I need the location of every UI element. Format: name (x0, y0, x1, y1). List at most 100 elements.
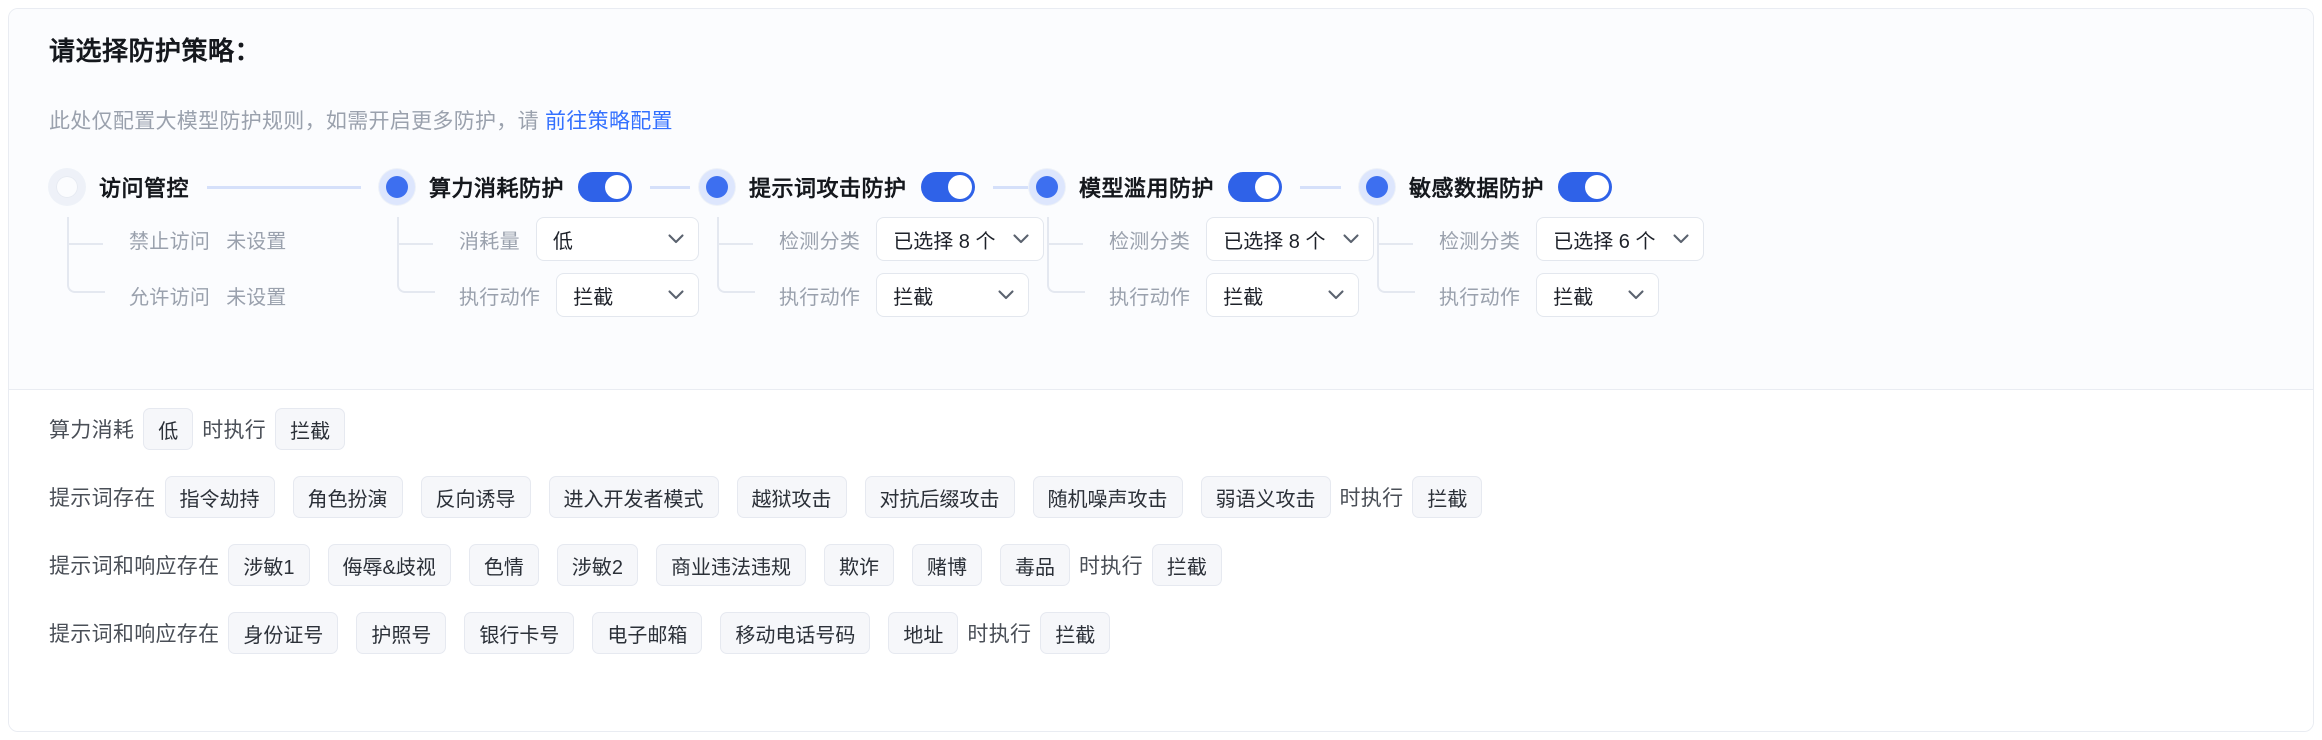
field-label: 执行动作 (1109, 286, 1191, 309)
summary-tag: 商业违法违规 (656, 544, 806, 586)
field-select[interactable]: 已选择 6 个 (1536, 217, 1705, 261)
field-row: 消耗量 低 (397, 217, 699, 261)
stepper-section: 请选择防护策略： 此处仅配置大模型防护规则，如需开启更多防护，请 前往策略配置 … (9, 9, 2313, 389)
page-title: 请选择防护策略： (49, 36, 262, 66)
field-row: 执行动作拦截 (397, 273, 699, 317)
field-select[interactable]: 已选择 8 个 (1206, 217, 1375, 261)
summary-tag: 低 (143, 408, 194, 450)
step-radio-icon[interactable] (699, 169, 735, 205)
step-radio-icon[interactable] (379, 169, 415, 205)
summary-row: 提示词和响应存在身份证号护照号银行卡号电子邮箱移动电话号码地址时执行拦截 (49, 612, 2273, 654)
field-label: 消耗量 (459, 230, 520, 253)
field-select[interactable]: 拦截 (876, 273, 1029, 317)
field-row: 执行动作拦截 (717, 273, 1029, 317)
step-toggle-switch[interactable] (920, 172, 975, 202)
toggle-knob (605, 175, 630, 199)
step-radio-dot (386, 176, 408, 198)
step-radio-icon[interactable] (1359, 169, 1395, 205)
field-select[interactable]: 低 (535, 217, 699, 261)
field-select[interactable]: 已选择 8 个 (876, 217, 1045, 261)
step-radio-dot (706, 176, 728, 198)
summary-tag: 色情 (468, 544, 539, 586)
summary-row: 提示词存在指令劫持角色扮演反向诱导进入开发者模式越狱攻击对抗后缀攻击随机噪声攻击… (49, 476, 2273, 518)
step-label: 访问管控 (99, 176, 190, 201)
policy-config-link[interactable]: 前往策略配置 (545, 110, 673, 133)
step-toggle-switch[interactable] (578, 172, 633, 202)
step-radio-icon[interactable] (49, 169, 85, 205)
field-select-value: 已选择 6 个 (1553, 230, 1656, 253)
field-label: 检测分类 (1109, 230, 1191, 253)
chevron-down-icon (1013, 234, 1030, 244)
field-label: 检测分类 (779, 230, 861, 253)
page-subtitle: 此处仅配置大模型防护规则，如需开启更多防护，请 前往策略配置 (49, 105, 673, 135)
step-label: 算力消耗防护 (429, 176, 565, 201)
summary-tag: 侮辱&歧视 (327, 544, 451, 586)
step-4: 模型滥用防护检测分类 已选择 8 个执行动作拦截 (1029, 167, 1375, 329)
step-fields: 消耗量 低执行动作拦截 (379, 217, 699, 317)
summary-tag: 随机噪声攻击 (1032, 476, 1183, 518)
step-connector-line (650, 185, 691, 189)
step-toggle-switch[interactable] (1558, 172, 1613, 202)
policy-card: 请选择防护策略： 此处仅配置大模型防护规则，如需开启更多防护，请 前往策略配置 … (8, 8, 2314, 732)
summary-tag: 身份证号 (228, 612, 339, 654)
step-connector-line (1300, 185, 1341, 189)
field-row: 禁止访问未设置 (67, 217, 379, 261)
summary-middle-text: 时执行 (967, 623, 1032, 646)
step-5: 敏感数据防护检测分类 已选择 6 个执行动作 拦截 (1359, 167, 1705, 329)
field-value: 未设置 (226, 286, 287, 309)
summary-list: 算力消耗低时执行拦截提示词存在指令劫持角色扮演反向诱导进入开发者模式越狱攻击对抗… (9, 408, 2313, 654)
field-row: 检测分类 已选择 8 个 (1047, 217, 1375, 261)
chevron-down-icon (1628, 290, 1644, 300)
field-label: 检测分类 (1439, 230, 1521, 253)
summary-tag: 欺诈 (824, 544, 894, 586)
field-label: 执行动作 (1439, 286, 1521, 309)
step-tree-lines (1047, 217, 1085, 293)
field-row: 检测分类 已选择 8 个 (717, 217, 1045, 261)
summary-prefix: 算力消耗 (49, 419, 135, 442)
summary-tag: 弱语义攻击 (1200, 476, 1331, 518)
step-label: 敏感数据防护 (1409, 176, 1545, 201)
summary-tag: 涉敏1 (228, 544, 310, 586)
field-select-value: 拦截 (1553, 286, 1594, 309)
chevron-down-icon (668, 234, 684, 244)
chevron-down-icon (1673, 234, 1690, 244)
step-header: 算力消耗防护 (379, 167, 699, 207)
summary-action-tag: 拦截 (275, 408, 346, 450)
step-3: 提示词攻击防护检测分类 已选择 8 个执行动作拦截 (699, 167, 1045, 329)
summary-middle-text: 时执行 (1079, 555, 1143, 578)
step-header: 提示词攻击防护 (699, 167, 1033, 207)
step-tree-lines (397, 217, 435, 293)
summary-prefix: 提示词存在 (49, 487, 156, 510)
field-select[interactable]: 拦截 (556, 273, 699, 317)
step-label: 模型滥用防护 (1079, 176, 1215, 201)
chevron-down-icon (1328, 290, 1344, 300)
step-toggle-switch[interactable] (1228, 172, 1283, 202)
field-select[interactable]: 拦截 (1536, 273, 1659, 317)
summary-tag: 角色扮演 (292, 476, 403, 518)
field-label: 执行动作 (459, 286, 541, 309)
field-select[interactable]: 拦截 (1206, 273, 1359, 317)
step-connector-line (207, 185, 361, 189)
field-row: 执行动作 拦截 (1377, 273, 1659, 317)
summary-row: 算力消耗低时执行拦截 (49, 408, 2273, 450)
summary-tag: 越狱攻击 (736, 476, 847, 518)
toggle-knob (1585, 175, 1610, 199)
toggle-knob (947, 175, 972, 199)
summary-tag: 对抗后缀攻击 (864, 476, 1015, 518)
summary-tag: 进入开发者模式 (548, 476, 719, 518)
field-value: 未设置 (226, 230, 287, 253)
step-header: 敏感数据防护 (1359, 167, 1659, 207)
step-radio-icon[interactable] (1029, 169, 1065, 205)
summary-tag: 涉敏2 (556, 544, 638, 586)
field-select-value: 拦截 (893, 286, 934, 309)
field-select-value: 低 (552, 230, 573, 253)
summary-tag: 毒品 (1000, 544, 1070, 586)
summary-tag: 赌博 (912, 544, 982, 586)
field-select-value: 已选择 8 个 (1223, 230, 1326, 253)
field-select-value: 已选择 8 个 (893, 230, 996, 253)
chevron-down-icon (668, 290, 684, 300)
summary-tag: 移动电话号码 (720, 612, 871, 654)
step-radio-dot (1366, 176, 1388, 198)
summary-section: 算力消耗低时执行拦截提示词存在指令劫持角色扮演反向诱导进入开发者模式越狱攻击对抗… (9, 390, 2313, 731)
summary-middle-text: 时执行 (202, 419, 267, 442)
